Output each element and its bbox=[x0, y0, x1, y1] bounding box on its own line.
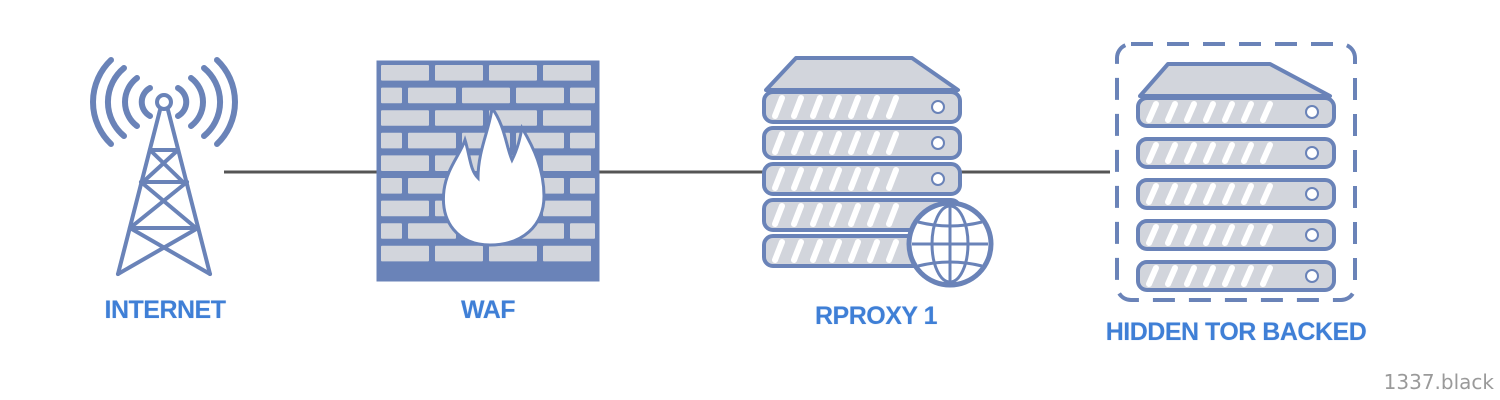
node-label-hidden: HIDDEN TOR BACKED bbox=[1105, 318, 1367, 346]
watermark: 1337.black bbox=[1383, 370, 1494, 394]
server-globe-icon bbox=[762, 56, 994, 288]
node-label-waf: WAF bbox=[460, 296, 516, 324]
node-label-internet: INTERNET bbox=[104, 296, 227, 324]
flame-icon bbox=[441, 103, 546, 247]
hidden-frame bbox=[1115, 42, 1357, 302]
server-unit bbox=[762, 126, 962, 160]
server-unit bbox=[1136, 260, 1336, 292]
node-label-rproxy: RPROXY 1 bbox=[815, 302, 937, 330]
server-unit bbox=[762, 162, 962, 196]
server-unit bbox=[1136, 178, 1336, 210]
firewall-icon bbox=[376, 60, 600, 282]
radio-tower-icon bbox=[90, 57, 238, 276]
server-unit bbox=[1136, 137, 1336, 169]
globe-icon bbox=[906, 200, 994, 288]
server-unit bbox=[1136, 96, 1336, 128]
server-stack-icon bbox=[1115, 42, 1357, 302]
server-unit bbox=[1136, 219, 1336, 251]
server-unit bbox=[762, 90, 962, 124]
